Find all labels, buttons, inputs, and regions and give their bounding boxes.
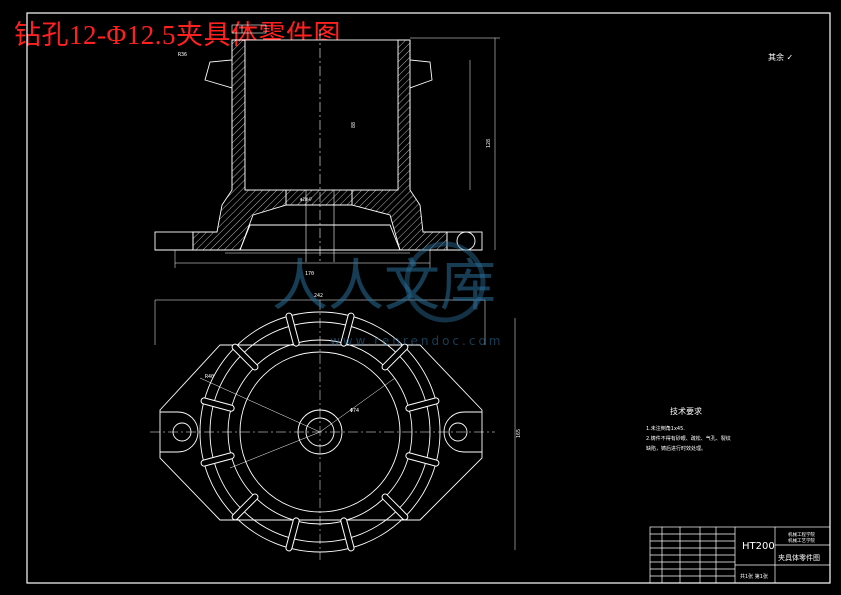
ring-slot-inner [201,398,234,411]
section-view: R36 88 128 170 Φ28H7 [154,24,500,277]
svg-text:R36: R36 [178,52,187,58]
tech-req-heading: 技术要求 [670,406,702,416]
tech-req-line3: 缺陷，铸后进行时效处理。 [646,445,706,452]
tech-req-line2: 2.铸件不得有砂眼、疏松、气孔、裂纹 [646,435,731,442]
sheet-frame [26,12,831,584]
svg-text:Φ28H7: Φ28H7 [300,197,313,202]
part-name-label: 夹具体零件图 [778,553,820,562]
ring-slot-inner [286,518,299,551]
ring-slot-inner [406,398,439,411]
svg-text:R40: R40 [205,374,214,380]
ring-slot-inner [406,453,439,466]
svg-text:165: 165 [516,429,522,438]
ring-slot-inner [286,313,299,346]
watermark: 人人文库 www.renrendoc.com [272,241,503,348]
ring-slot-inner [341,518,354,551]
school-label-2: 机械工艺学院 [788,537,815,544]
watermark-url: www.renrendoc.com [330,334,503,348]
watermark-cn: 人人文库 [272,254,496,319]
svg-text:Φ74: Φ74 [350,408,359,414]
tech-requirements: 技术要求 1.未注倒角1x45. 2.铸件不得有砂眼、疏松、气孔、裂纹 缺陷，铸… [646,406,731,452]
ring-slot-inner [382,344,408,370]
ring-slot-inner [382,494,408,520]
title-block [649,526,831,584]
svg-text:88: 88 [351,122,357,128]
surface-note: 其余 ✓ [768,52,793,62]
svg-text:242: 242 [314,293,323,299]
sheet-label: 共1张 第1张 [740,573,768,580]
svg-text:170: 170 [305,271,314,277]
svg-text:128: 128 [486,139,492,148]
ring-slot-inner [201,453,234,466]
plan-view: 242 165 R40 Φ74 [150,293,522,560]
ring-slot-inner [232,344,258,370]
tech-req-line1: 1.未注倒角1x45. [646,425,685,432]
material-label: HT200 [742,541,775,552]
ring-slot-inner [232,494,258,520]
ring-slot-inner [341,313,354,346]
school-label-1: 机械工程学院 [788,531,815,538]
